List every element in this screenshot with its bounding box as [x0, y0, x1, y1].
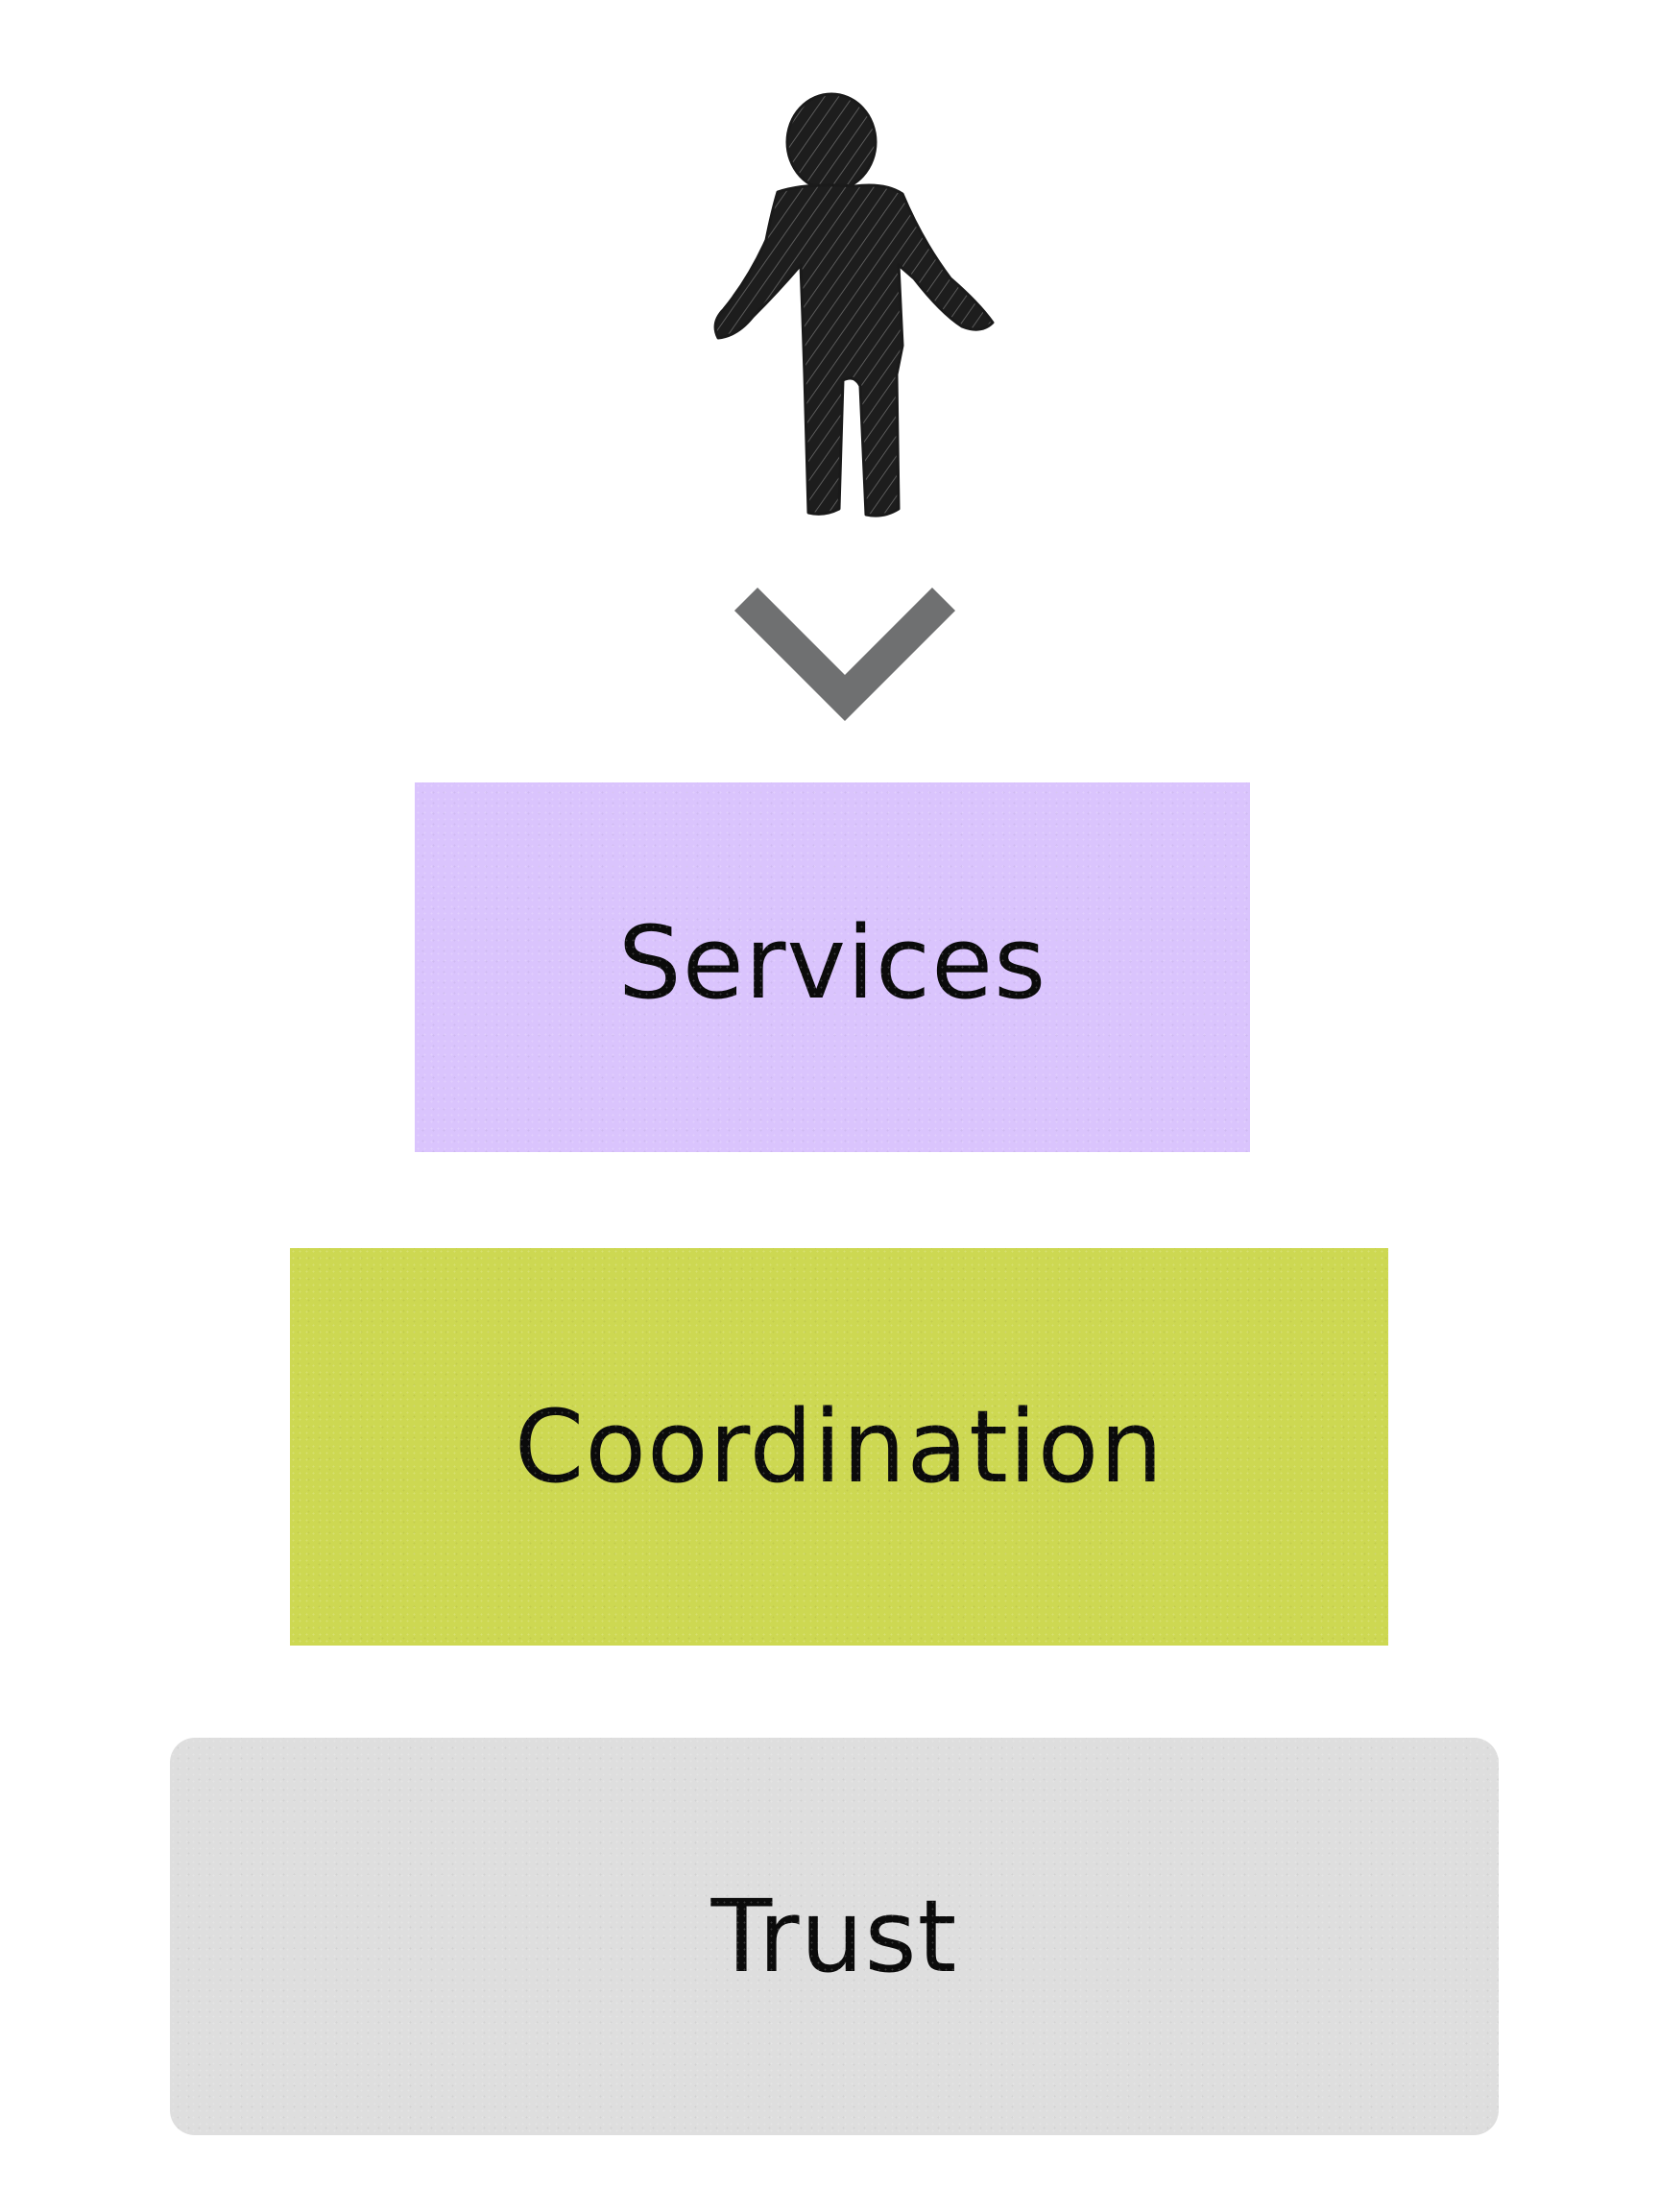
trust-layer: Trust [170, 1738, 1499, 2135]
coordination-label: Coordination [514, 1388, 1165, 1505]
services-layer: Services [415, 782, 1250, 1152]
coordination-layer: Coordination [290, 1248, 1388, 1646]
person-icon [662, 86, 1027, 547]
chevron-down-icon [725, 576, 965, 730]
services-label: Services [617, 903, 1047, 1022]
trust-label: Trust [710, 1878, 958, 1995]
